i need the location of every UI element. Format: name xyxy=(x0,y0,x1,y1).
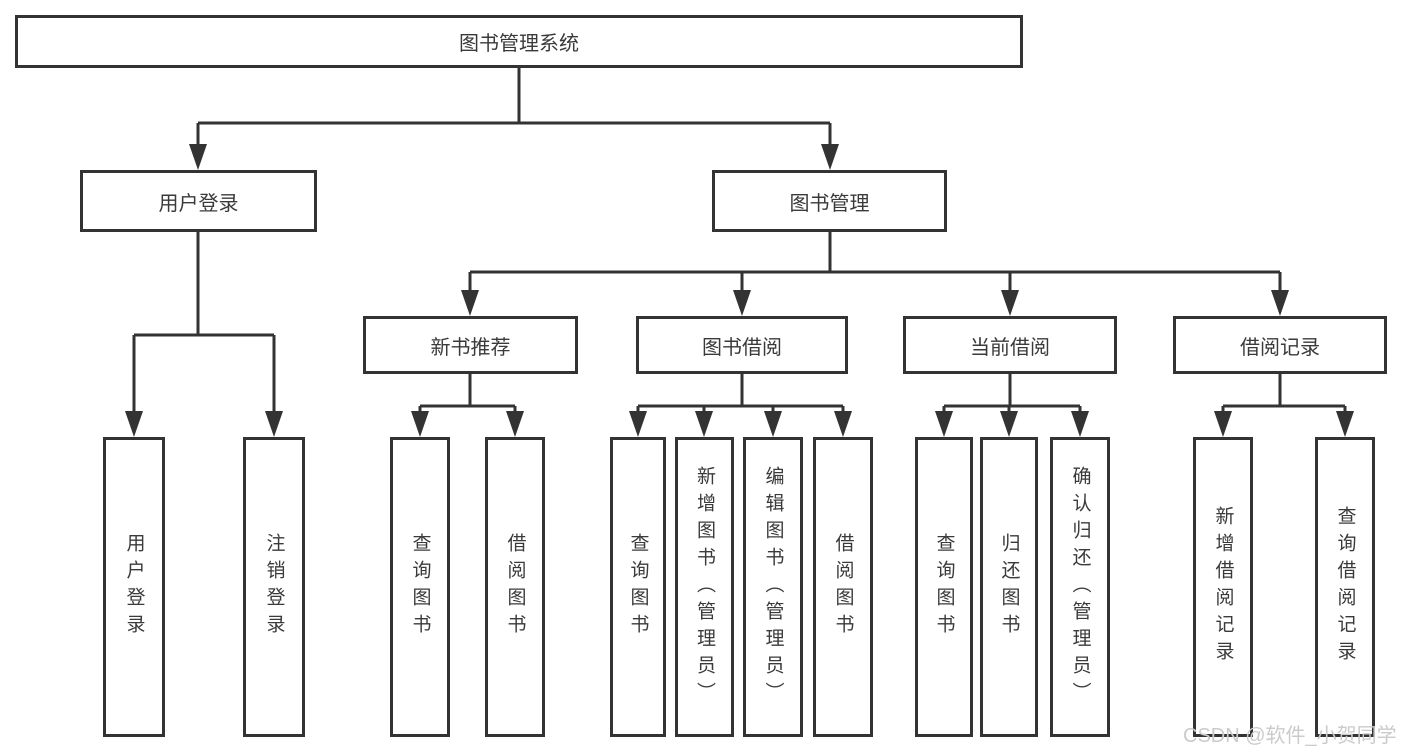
node-root: 图书管理系统 xyxy=(15,15,1023,68)
leaf-add-borrow-record: 新增借阅记录 xyxy=(1193,437,1253,737)
csdn-watermark: CSDN @软件_小贺同学 xyxy=(1183,725,1397,747)
leaf-logout: 注销登录 xyxy=(243,437,305,737)
node-current-borrowing: 当前借阅 xyxy=(903,316,1117,374)
node-book-borrowing: 图书借阅 xyxy=(636,316,848,374)
node-new-book-recommendation: 新书推荐 xyxy=(363,316,578,374)
node-book-management: 图书管理 xyxy=(712,170,947,232)
leaf-user-login: 用户登录 xyxy=(103,437,165,737)
leaf-confirm-return-admin: 确认归还（管理员） xyxy=(1050,437,1110,737)
leaf-query-books-borrowing: 查询图书 xyxy=(610,437,666,737)
leaf-query-books-current: 查询图书 xyxy=(915,437,973,737)
leaf-borrow-books-recommendation: 借阅图书 xyxy=(485,437,545,737)
leaf-add-book-admin: 新增图书（管理员） xyxy=(675,437,734,737)
node-user-login: 用户登录 xyxy=(80,170,317,232)
leaf-query-borrow-record: 查询借阅记录 xyxy=(1315,437,1375,737)
leaf-edit-book-admin: 编辑图书（管理员） xyxy=(743,437,803,737)
leaf-borrow-books-borrowing: 借阅图书 xyxy=(813,437,873,737)
leaf-return-book: 归还图书 xyxy=(980,437,1038,737)
node-borrowing-records: 借阅记录 xyxy=(1173,316,1387,374)
leaf-query-books-recommendation: 查询图书 xyxy=(390,437,450,737)
arrowheads xyxy=(125,144,1354,437)
